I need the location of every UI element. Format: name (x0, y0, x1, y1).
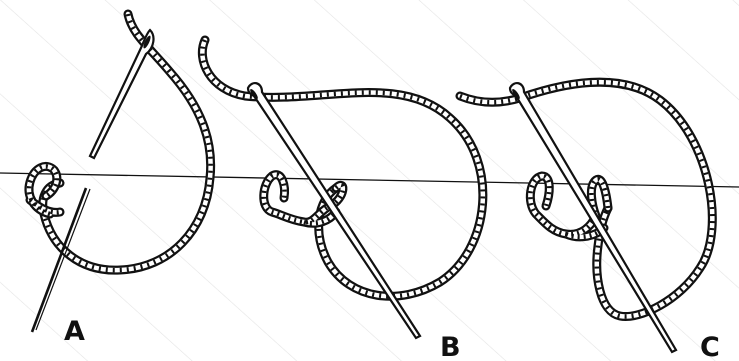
step-label-b: B (440, 332, 461, 361)
step-label-a: A (64, 316, 85, 347)
step-label-c: C (700, 332, 720, 361)
